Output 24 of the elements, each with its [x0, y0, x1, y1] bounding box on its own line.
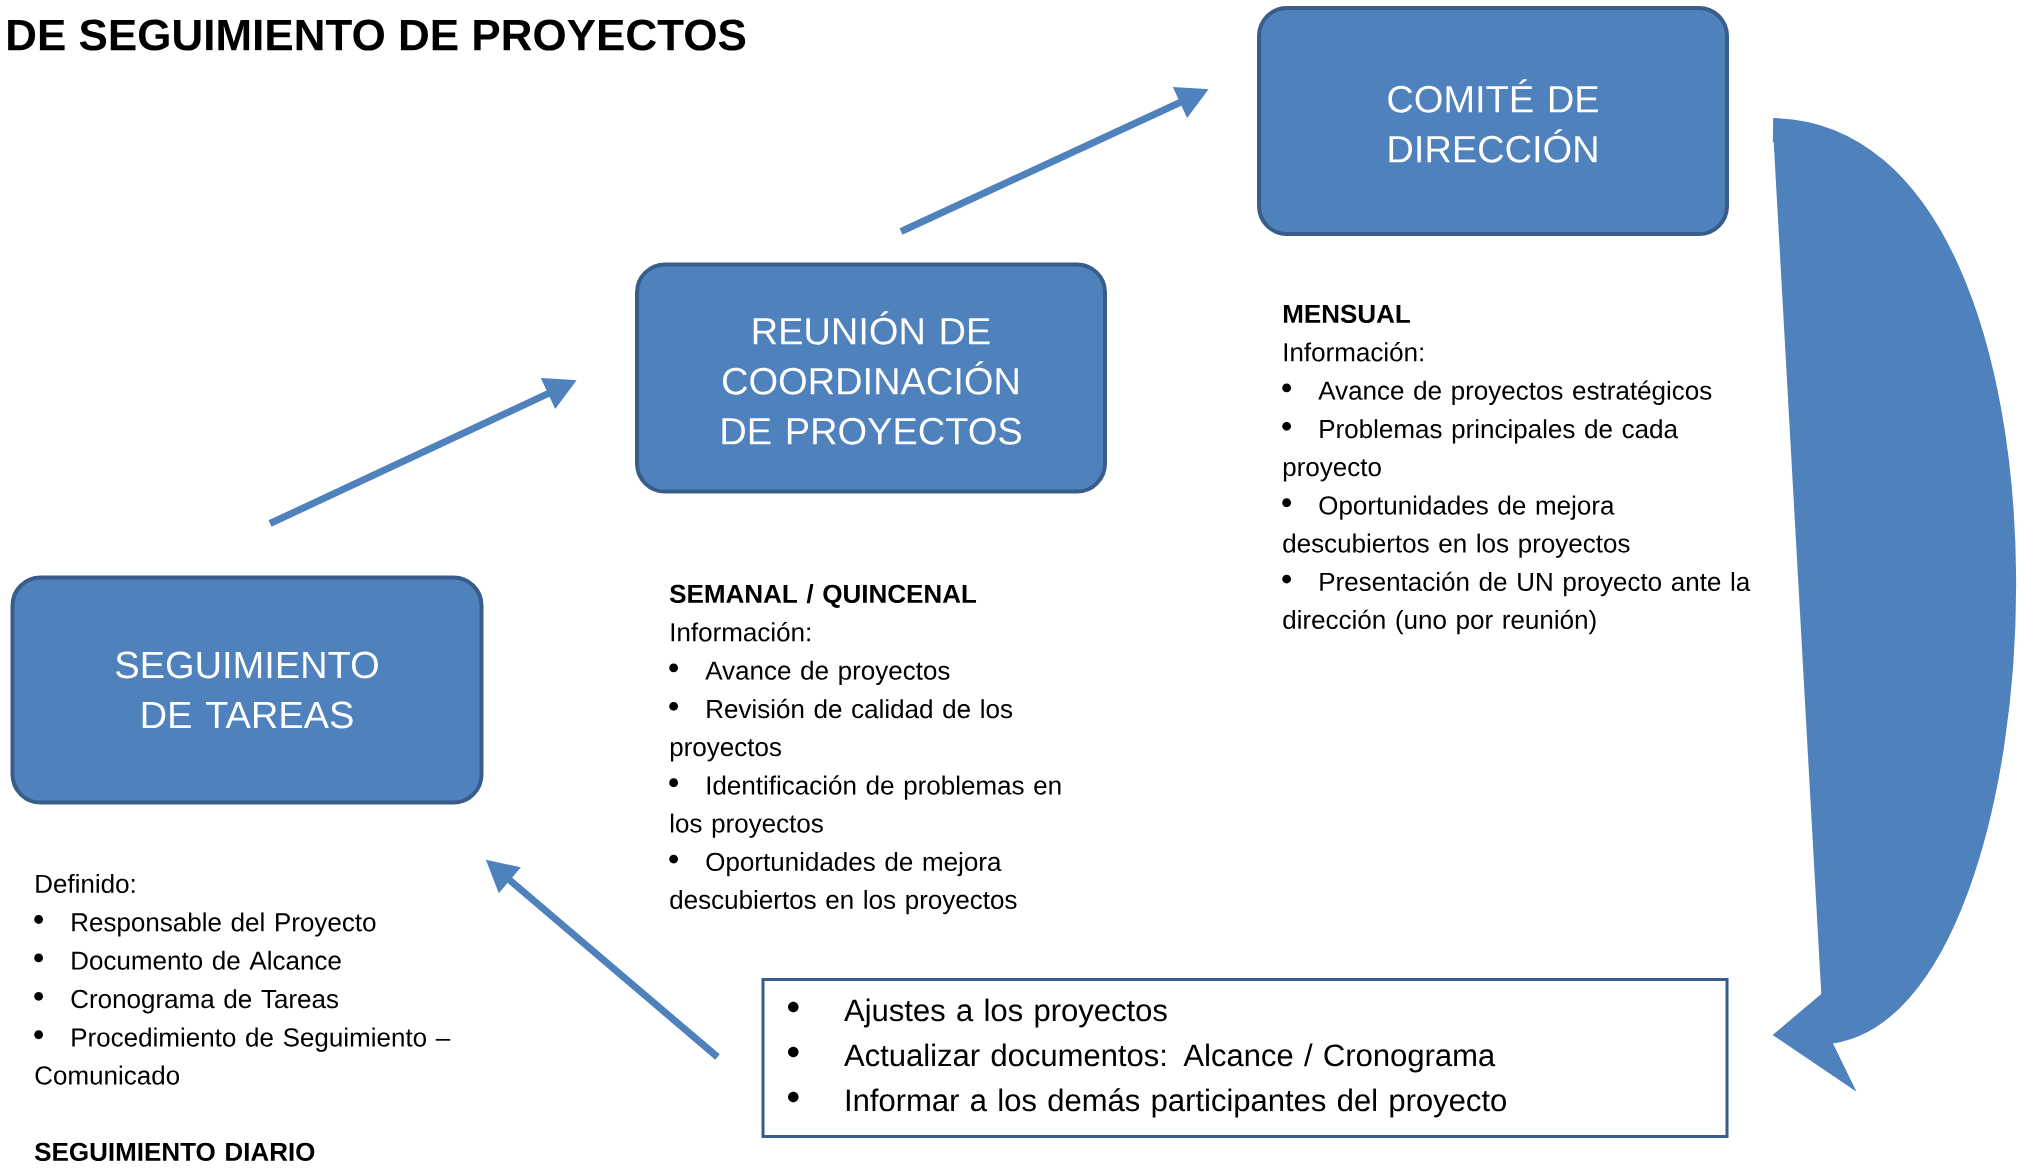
bullet-item: Responsable del Proyecto	[34, 912, 376, 937]
bullet-item: Problemas principales de cada proyecto	[1282, 419, 1678, 482]
list-heading: SEMANAL / QUINCENAL	[669, 583, 977, 608]
action-box: Ajustes a los proyectos Actualizar documentos: Alcance / Cronograma Informar a los demás participantes del proyecto	[761, 978, 1729, 1138]
bullet-item: Oportunidades de mejora descubiertos en los proyectos	[669, 852, 1017, 915]
curved-arrow	[1770, 118, 2017, 1092]
list-heading: MENSUAL	[1283, 304, 1410, 324]
bullet-item: Oportunidades de mejora descubiertos en los proyectos	[1282, 495, 1630, 558]
bullet-item: Procedimiento de Seguimiento – Comunicado	[34, 1027, 451, 1085]
bullet-item: Identificación de problemas en los proyectos	[669, 775, 1061, 838]
bullet-item: Presentación de UN proyecto ante la dirección (uno por reunión)	[1282, 571, 1751, 635]
bullet-item: Avance de proyectos estratégicos	[1282, 380, 1712, 405]
info-label: Información:	[671, 622, 810, 642]
info-label: Definido:	[36, 874, 135, 894]
info-label: Información:	[1284, 342, 1423, 362]
process-box: COMITÉ DE DIRECCIÓN	[1257, 6, 1729, 236]
bullet-item: Documento de Alcance	[34, 950, 341, 970]
title: DE SEGUIMIENTO DE PROYECTOS	[8, 19, 746, 51]
list-heading: SEGUIMIENTO DIARIO	[34, 1142, 315, 1162]
process-box: REUNIÓN DE COORDINACIÓN DE PROYECTOS	[635, 262, 1107, 494]
process-box: SEGUIMIENTO DE TAREAS	[10, 575, 484, 805]
bullet-item: Cronograma de Tareas	[34, 989, 339, 1014]
bullet-item: Revisión de calidad de los proyectos	[669, 698, 1013, 762]
bullet-item: Avance de proyectos	[669, 660, 950, 685]
